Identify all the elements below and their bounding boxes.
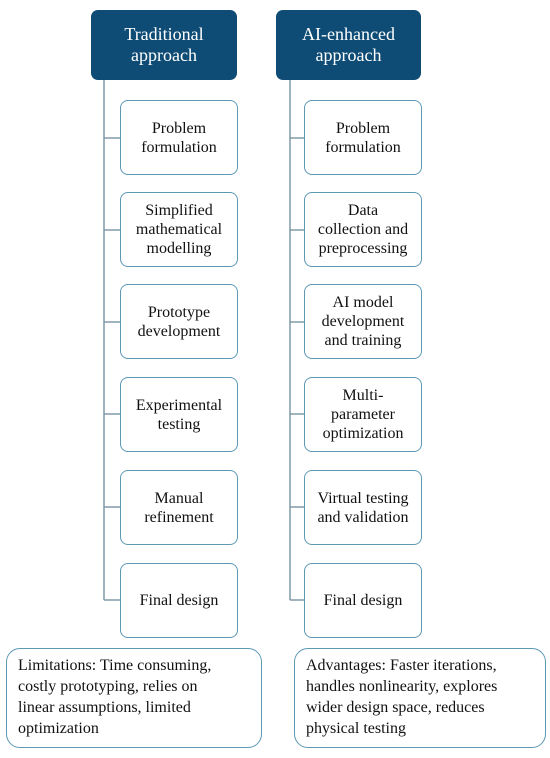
advantages-note: Advantages: Faster iterations, handles n…: [294, 648, 546, 748]
limitations-note: Limitations: Time consuming, costly prot…: [6, 648, 262, 748]
ai-step-virtual-testing: Virtual testing and validation: [304, 470, 422, 545]
ai-header: AI-enhanced approach: [276, 10, 421, 80]
traditional-header: Traditional approach: [91, 10, 237, 80]
ai-step-final-design: Final design: [304, 563, 422, 638]
traditional-step-manual-refinement: Manual refinement: [120, 470, 238, 545]
ai-step-optimization: Multi- parameter optimization: [304, 377, 422, 452]
traditional-step-final-design: Final design: [120, 563, 238, 638]
ai-step-problem-formulation: Problem formulation: [304, 100, 422, 175]
traditional-step-prototype-development: Prototype development: [120, 284, 238, 359]
traditional-step-experimental-testing: Experimental testing: [120, 377, 238, 452]
ai-step-model-training: AI model development and training: [304, 284, 422, 359]
ai-step-data-collection: Data collection and preprocessing: [304, 192, 422, 267]
traditional-step-mathematical-modelling: Simplified mathematical modelling: [120, 192, 238, 267]
traditional-step-problem-formulation: Problem formulation: [120, 100, 238, 175]
